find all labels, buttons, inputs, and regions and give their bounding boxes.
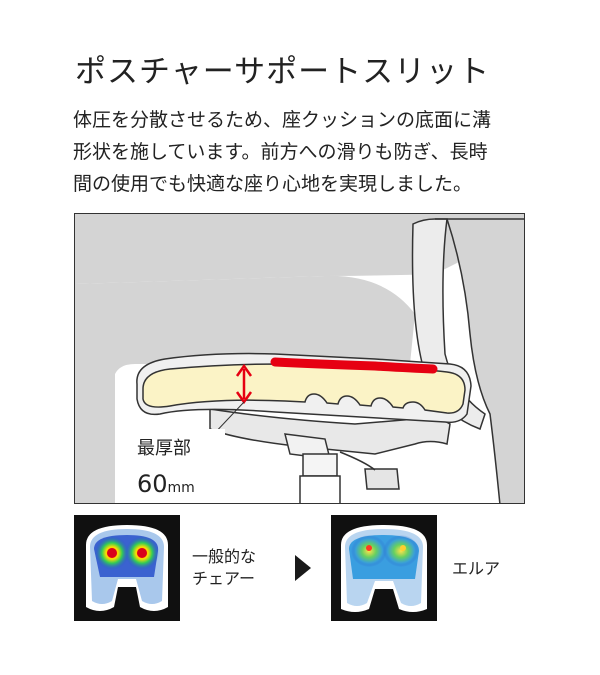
caption-line: チェアー [192,569,256,588]
caption-line: 一般的な [192,547,257,566]
label-background [133,429,225,499]
description-line: 間の使用でも快適な座り心地を実現しました。 [73,173,473,195]
lever-arm [339,451,376,471]
heatmap-elua [341,525,427,612]
caption-elua: エルア [452,559,501,578]
pressure-hotspot-right [383,535,419,567]
support-line [270,357,438,374]
description-line: 形状を施しています。前方への滑りも防ぎ、長時 [73,141,488,163]
thickness-value: 60mm [137,470,195,498]
lever-knob [364,468,400,490]
seat-diagram: 最厚部 60mm [75,214,524,503]
base-column [299,475,341,503]
description: 体圧を分散させるため、座クッションの底面に溝 形状を施しています。前方への滑りも… [73,104,533,200]
gas-lift-column [302,453,338,477]
thickness-unit: mm [168,480,195,496]
caption-typical-chair: 一般的な チェアー [192,546,256,590]
pressure-map-typical-chair [74,515,180,621]
description-line: 体圧を分散させるため、座クッションの底面に溝 [73,109,492,131]
page-title: ポスチャーサポートスリット [75,54,491,90]
comparison-arrow-icon [295,555,311,581]
chair-upper-gray [75,214,524,284]
seat-cross-section-illustration: 最厚部 60mm [74,213,525,504]
thickness-label: 最厚部 [137,438,191,459]
heatmap-typical [86,525,168,611]
pressure-map-elua [331,515,437,621]
seat-frame [209,408,451,455]
chair-arm-gray [75,275,415,503]
chair-back-frame [435,218,524,503]
thickness-number: 60 [137,470,168,498]
